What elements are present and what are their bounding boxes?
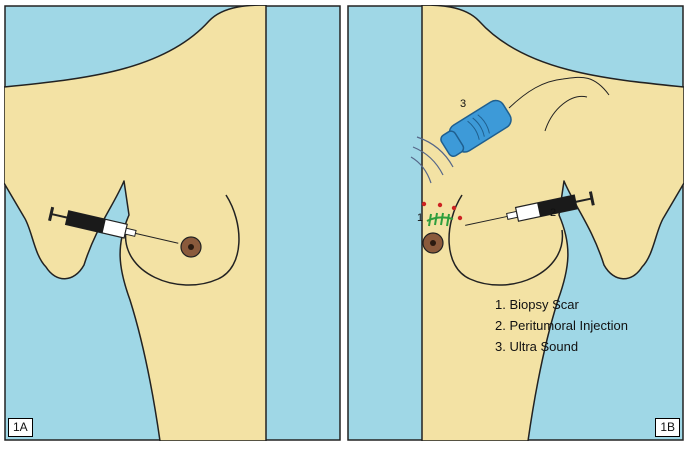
panel-1a: 1A	[4, 5, 341, 441]
breast-outline	[448, 194, 564, 286]
legend-item-biopsy-scar: 1. Biopsy Scar	[495, 297, 579, 312]
torso-shape	[4, 5, 267, 441]
nipple-icon	[422, 232, 444, 254]
marker-probe: 3	[460, 98, 467, 110]
breast-outline	[124, 194, 240, 286]
sound-waves-icon	[410, 136, 454, 184]
ultrasound-probe-icon	[440, 76, 610, 157]
legend-item-ultrasound: 3. Ultra Sound	[495, 339, 579, 354]
biopsy-scar-icon	[426, 212, 454, 227]
syringe-icon	[48, 206, 179, 244]
legend-item-injection: 2. Peritumoral Injection	[495, 318, 628, 333]
panel-tag-1a: 1A	[8, 418, 33, 437]
illustration-1a	[4, 5, 341, 441]
legend: 1. Biopsy Scar 2. Peritumoral Injection …	[495, 294, 628, 357]
syringe-icon	[465, 191, 595, 226]
panel-1b: 1 2 3 1. Biopsy Scar 2. Peritumoral Inje…	[347, 5, 684, 441]
marker-injection: 2	[550, 207, 557, 219]
injection-dots	[421, 201, 463, 221]
panel-tag-1b: 1B	[655, 418, 680, 437]
illustration-1b	[347, 5, 684, 441]
marker-biopsy-scar: 1	[417, 212, 424, 224]
nipple-icon	[180, 236, 202, 258]
